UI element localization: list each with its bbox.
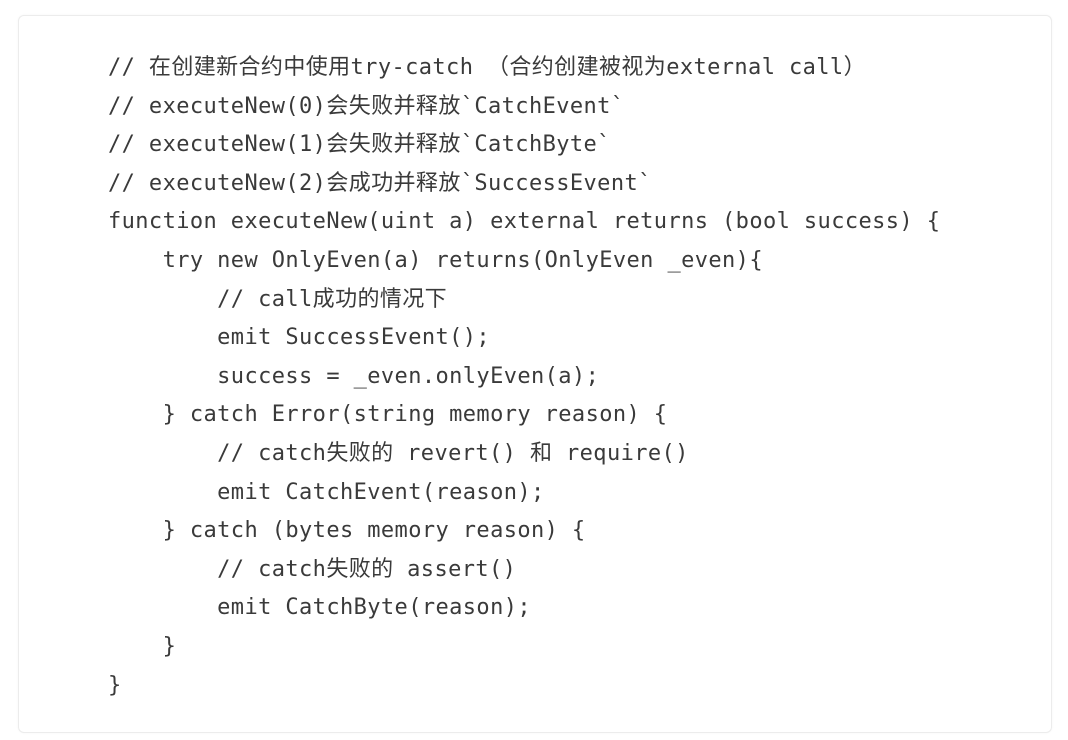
code-line: // executeNew(2)会成功并释放`SuccessEvent` [108, 170, 652, 196]
code-line: success = _even.onlyEven(a); [108, 363, 600, 389]
code-line: } catch (bytes memory reason) { [108, 518, 586, 544]
code-line: // catch失败的 assert() [108, 556, 517, 582]
code-block: // 在创建新合约中使用try-catch （合约创建被视为external c… [108, 49, 940, 705]
code-line: emit SuccessEvent(); [108, 325, 491, 351]
code-line: function executeNew(uint a) external ret… [108, 209, 941, 235]
code-line: } [108, 672, 122, 698]
code-line: emit CatchEvent(reason); [108, 479, 545, 505]
code-line: } [108, 633, 177, 659]
code-line: emit CatchByte(reason); [108, 595, 531, 621]
code-line: // 在创建新合约中使用try-catch （合约创建被视为external c… [108, 55, 866, 80]
code-line: // call成功的情况下 [108, 286, 448, 312]
code-card: // 在创建新合约中使用try-catch （合约创建被视为external c… [18, 15, 1052, 733]
code-line: } catch Error(string memory reason) { [108, 402, 668, 428]
code-line: // executeNew(0)会失败并释放`CatchEvent` [108, 93, 625, 119]
code-line: try new OnlyEven(a) returns(OnlyEven _ev… [108, 247, 763, 273]
code-line: // executeNew(1)会失败并释放`CatchByte` [108, 132, 611, 158]
code-line: // catch失败的 revert() 和 require() [108, 440, 689, 466]
